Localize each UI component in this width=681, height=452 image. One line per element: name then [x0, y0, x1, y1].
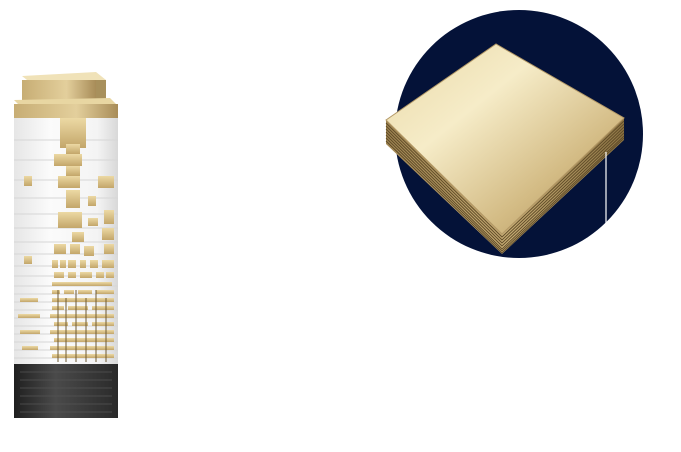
cap-side — [96, 80, 106, 100]
die-stack-inset — [378, 0, 681, 300]
cap-block — [22, 80, 96, 100]
die-top-face — [385, 43, 625, 235]
vias — [57, 290, 107, 362]
die-layer-edges — [385, 118, 625, 254]
die-stack-svg — [385, 10, 643, 258]
base-grooves — [20, 371, 112, 413]
chip-stack-svg — [14, 72, 118, 418]
stack-base — [14, 364, 118, 418]
gold-interconnects — [18, 118, 114, 358]
lip-block — [14, 104, 118, 118]
chip-stack-illustration — [0, 0, 140, 452]
